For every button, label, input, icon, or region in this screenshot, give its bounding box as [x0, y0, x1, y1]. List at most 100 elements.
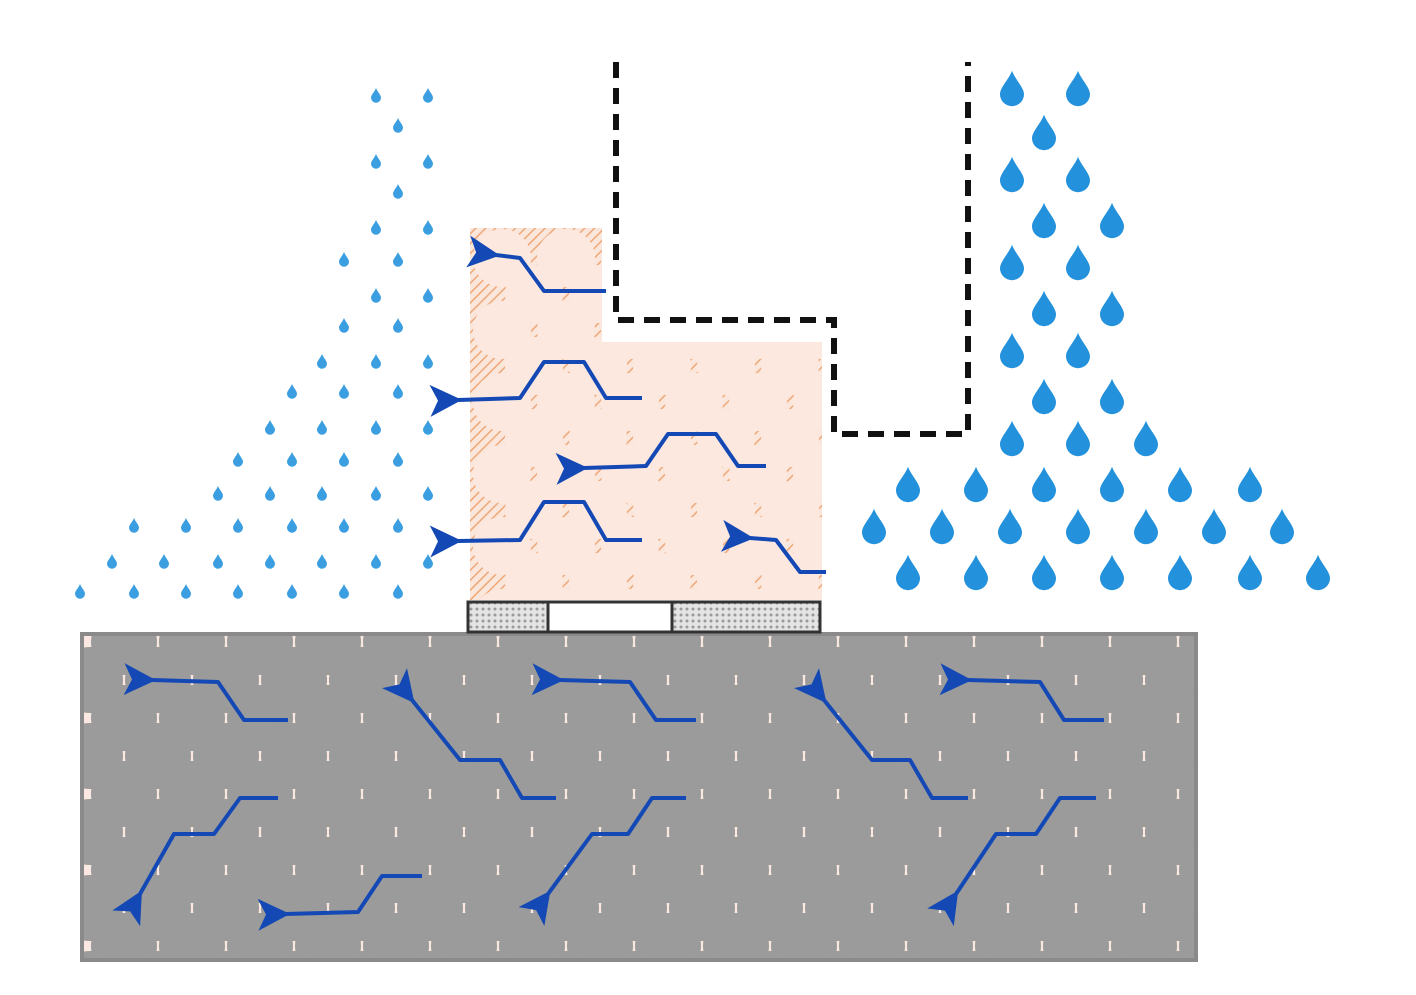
right-water-drops [862, 70, 1330, 591]
water-drop-icon [1032, 290, 1056, 327]
water-drop-icon [317, 554, 327, 569]
water-drop-icon [423, 154, 433, 169]
water-drop-icon [1306, 554, 1330, 591]
water-drop-icon [896, 554, 920, 591]
dam-grain [601, 229, 659, 287]
water-drop-icon [339, 384, 349, 399]
dam-grain [793, 229, 822, 287]
water-drop-icon [371, 288, 381, 303]
seepage-arrow-icon [466, 235, 606, 293]
foundation-grain [545, 951, 587, 958]
water-drop-icon [423, 486, 433, 501]
foundation-grain [1111, 913, 1177, 958]
water-drop-icon [287, 518, 297, 533]
dam-grain [857, 301, 915, 359]
seepage-arrow-icon [531, 663, 696, 722]
water-drop-icon [1032, 466, 1056, 503]
seepage-arrow-icon [382, 668, 556, 800]
dam-grain [825, 553, 883, 611]
water-drop-icon [393, 518, 403, 533]
water-drop-icon [862, 508, 886, 545]
water-drop-icon [423, 220, 433, 235]
water-drop-icon [1032, 114, 1056, 151]
foundation-grain [409, 951, 451, 958]
drain-gap [546, 600, 674, 634]
seepage-arrow-icon [429, 500, 642, 558]
left-pore-pressure-drops [75, 88, 433, 599]
foundation-grain [681, 951, 723, 958]
water-drop-icon [371, 220, 381, 235]
foundation-grain [1213, 799, 1279, 865]
water-drop-icon [393, 584, 403, 599]
water-drop-icon [107, 554, 117, 569]
water-drop-icon [1000, 244, 1024, 281]
foundation-grain [1089, 951, 1131, 958]
water-drop-icon [371, 554, 381, 569]
water-drop-icon [317, 486, 327, 501]
water-drop-icon [1066, 420, 1090, 457]
water-drop-icon [896, 466, 920, 503]
seepage-arrow-icon [112, 796, 278, 927]
dam-grain [633, 265, 691, 323]
foundation-grain [273, 951, 315, 958]
water-drop-icon [265, 420, 275, 435]
water-drop-icon [1032, 378, 1056, 415]
foundation-grain [499, 913, 565, 958]
foundation-grain [91, 913, 157, 958]
foundation-grain [613, 951, 655, 958]
dam-grain [761, 265, 819, 323]
water-drop-icon [1066, 70, 1090, 107]
water-drop-icon [1066, 156, 1090, 193]
seepage-arrow-icon [555, 432, 766, 485]
water-drop-icon [371, 354, 381, 369]
water-drop-icon [423, 288, 433, 303]
water-drop-icon [393, 384, 403, 399]
water-drop-icon [75, 584, 85, 599]
dam-grain [857, 229, 915, 287]
water-drop-icon [317, 420, 327, 435]
water-drop-icon [423, 354, 433, 369]
foundation-grain [839, 913, 905, 958]
foundation-grain [227, 913, 293, 958]
water-drop-icon [423, 88, 433, 103]
foundation-grain [295, 913, 361, 958]
water-drop-icon [339, 252, 349, 267]
dam-grain [697, 265, 755, 323]
water-drop-icon [1032, 202, 1056, 239]
water-drop-icon [265, 486, 275, 501]
drainage-blanket [466, 600, 822, 634]
foundation-grain [1213, 723, 1279, 789]
water-drop-icon [287, 584, 297, 599]
water-drop-icon [1000, 420, 1024, 457]
foundation-grain [567, 913, 633, 958]
water-drop-icon [1066, 332, 1090, 369]
foundation-grain [1021, 951, 1063, 958]
water-drop-icon [1168, 466, 1192, 503]
water-drop-icon [339, 452, 349, 467]
dam-grain [825, 265, 883, 323]
foundation-grain [1179, 918, 1194, 958]
seepage-arrow-icon [720, 519, 826, 574]
foundation-grain [703, 913, 769, 958]
water-drop-icon [1100, 290, 1124, 327]
water-drop-icon [1270, 508, 1294, 545]
foundation-grain [907, 913, 973, 958]
water-drop-icon [1000, 70, 1024, 107]
water-drop-icon [1032, 554, 1056, 591]
water-drop-icon [1100, 554, 1124, 591]
dam-grain [857, 373, 915, 431]
water-drop-icon [181, 584, 191, 599]
water-drop-icon [371, 154, 381, 169]
dashed-excavation-outline [613, 62, 971, 437]
water-drop-icon [1000, 332, 1024, 369]
water-drop-icon [1238, 466, 1262, 503]
water-drop-icon [1202, 508, 1226, 545]
foundation-grain [885, 951, 927, 958]
water-drop-icon [339, 518, 349, 533]
water-drop-icon [998, 508, 1022, 545]
water-drop-icon [233, 584, 243, 599]
water-drop-icon [339, 584, 349, 599]
water-drop-icon [1100, 466, 1124, 503]
foundation-grain [953, 951, 995, 958]
